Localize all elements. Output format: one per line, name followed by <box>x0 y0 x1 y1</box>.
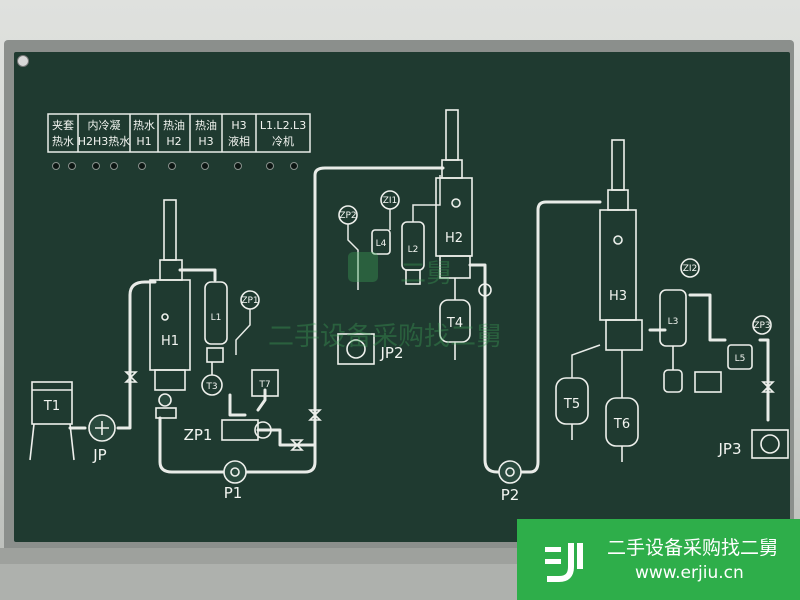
label-zp1-gauge: ZP1 <box>241 296 258 306</box>
label-zi1: ZI1 <box>383 196 398 206</box>
gauge-zp1: ZP1 <box>235 290 260 355</box>
legend-header-2-line2: H2H3热水 <box>78 135 131 148</box>
erjiu-logo-icon <box>545 543 583 582</box>
label-zp2: ZP2 <box>339 211 356 221</box>
legend-header-1-line1: 夹套 <box>52 119 74 132</box>
legend-header-7-line1: L1.L2.L3 <box>260 119 306 132</box>
legend-header-4-line1: 热油 <box>163 118 185 132</box>
gauge-zp3: ZP3 <box>752 315 772 335</box>
condenser-l4: L4 <box>371 229 391 255</box>
indicator-holes <box>52 162 298 170</box>
vacuum-pump-jp3: JP3 <box>717 429 789 459</box>
tank-t3: T3 <box>201 362 223 396</box>
pipelines <box>68 166 770 474</box>
label-l5: L5 <box>735 354 746 364</box>
label-t6: T6 <box>613 417 630 432</box>
label-zp3: ZP3 <box>753 321 770 331</box>
label-h2: H2 <box>445 231 463 246</box>
label-p1: P1 <box>224 484 243 502</box>
valve-icon <box>761 381 775 393</box>
vapor-line <box>412 175 441 222</box>
label-l4: L4 <box>376 239 387 249</box>
pump-jp: JP <box>88 414 116 464</box>
label-l3: L3 <box>668 317 679 327</box>
tank-t5: T5 <box>555 344 601 440</box>
column-h1: H1 <box>149 199 191 419</box>
valve-icon <box>308 409 322 421</box>
tank-t6: T6 <box>605 350 639 462</box>
label-jp2: JP2 <box>379 344 403 362</box>
label-jp: JP <box>92 446 106 464</box>
legend-header-5-line1: 热油 <box>195 118 217 132</box>
label-l2: L2 <box>408 245 419 255</box>
label-l1: L1 <box>211 313 222 323</box>
receiver-tank <box>694 371 722 393</box>
legend-header-2-line1: 内冷凝 <box>88 118 121 132</box>
watermark-logo-text: 二舅 <box>400 259 452 289</box>
condenser-l1: L1 <box>204 281 228 363</box>
column-h2: H2 <box>435 109 473 279</box>
vacuum-pump-jp2: JP2 <box>337 333 404 365</box>
label-jp3: JP3 <box>717 440 741 458</box>
condenser-l5: L5 <box>727 344 753 370</box>
tank-t4: T4 <box>439 278 471 360</box>
tank-t1: T1 <box>29 381 75 461</box>
banner-title: 二手设备采购找二舅 <box>607 537 779 559</box>
column-h3: H3 <box>599 139 643 351</box>
label-t4: T4 <box>446 316 463 331</box>
label-zp1: ZP1 <box>184 426 213 444</box>
valve-icon <box>124 371 138 383</box>
label-zi2: ZI2 <box>683 264 698 274</box>
legend-header-6-line2: 液相 <box>228 134 250 148</box>
legend-header-3-line2: H1 <box>136 135 151 148</box>
label-t1: T1 <box>43 399 60 414</box>
screw-icon <box>17 55 29 67</box>
watermark-board-text: 二手设备采购找二舅 <box>268 322 502 352</box>
legend-header-3-line1: 热水 <box>133 119 155 132</box>
label-t7: T7 <box>258 380 270 390</box>
label-h1: H1 <box>161 334 179 349</box>
legend-header-5-line2: H3 <box>198 135 213 148</box>
label-t5: T5 <box>563 397 580 412</box>
pump-p2: P2 <box>498 460 522 504</box>
label-h3: H3 <box>609 289 627 304</box>
gauge-zi1: ZI1 <box>380 190 400 230</box>
label-p2: P2 <box>501 486 520 504</box>
pump-p1: P1 <box>223 460 247 502</box>
valve-icon <box>478 283 492 297</box>
gauge-zp2: ZP2 <box>338 205 359 290</box>
legend-header-4-line2: H2 <box>166 135 181 148</box>
vacuum-pump-zp1: ZP1 <box>184 419 272 444</box>
gauge-zi2: ZI2 <box>680 258 700 278</box>
label-t3: T3 <box>205 382 217 392</box>
condenser-l3: L3 <box>659 289 687 393</box>
banner-url: www.erjiu.cn <box>635 563 744 583</box>
valve-icon <box>290 439 304 451</box>
legend-header-1-line2: 热水 <box>52 135 74 148</box>
watermark-banner: 二手设备采购找二舅 www.erjiu.cn <box>517 519 800 600</box>
legend-header-6-line1: H3 <box>231 119 246 132</box>
board-watermark: 二舅 二手设备采购找二舅 <box>268 252 502 352</box>
legend-table: 夹套 热水 内冷凝 H2H3热水 热水 H1 热油 H2 热油 H3 H3 液相… <box>47 113 311 170</box>
tank-t7: T7 <box>251 369 279 397</box>
legend-header-7-line2: 冷机 <box>272 134 294 148</box>
